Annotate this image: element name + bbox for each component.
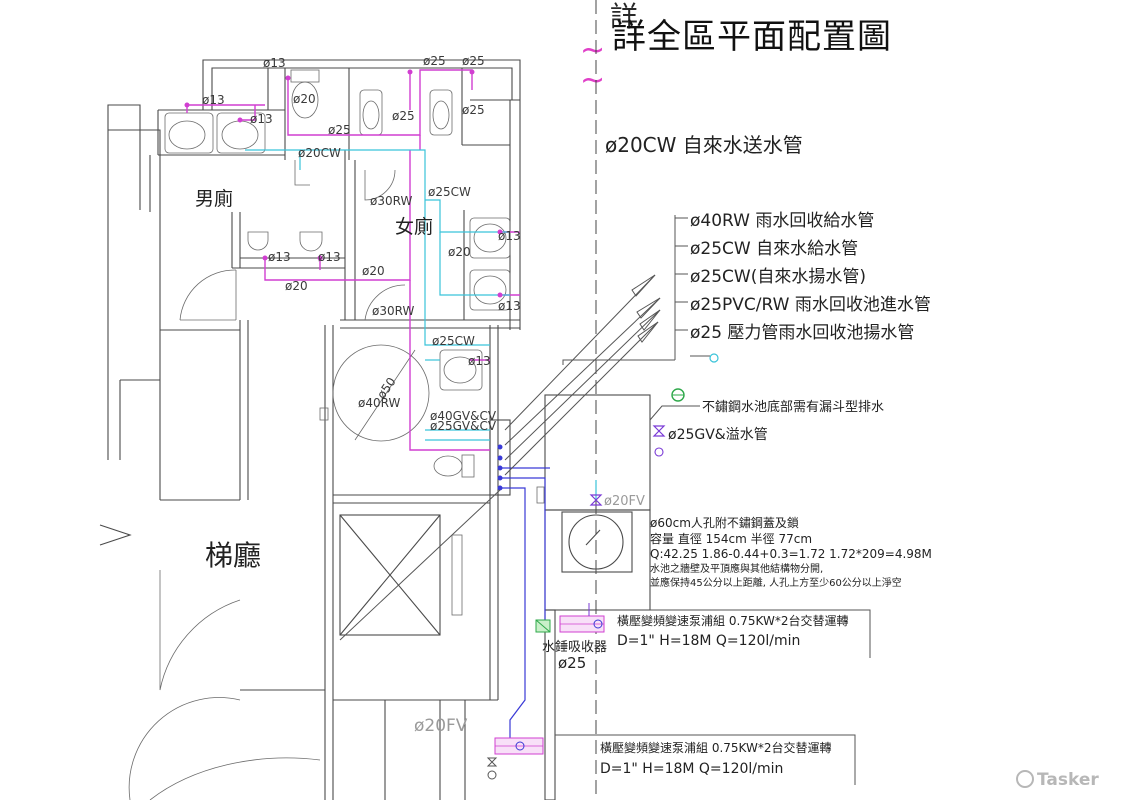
pipe-label: ø13 [202,93,225,107]
riser-dot [497,475,503,481]
absorber-label: 水錘吸收器 [542,639,607,655]
tank-notes: 不鏽鋼水池底部需有漏斗型排水 ø25GV&溢水管 ø20FV ø60cm人孔附不… [604,399,932,589]
bottom-valve-label: ø20FV [414,716,468,736]
pipe-label: ø25 [392,109,415,123]
room-labels: 男廁 女廁 梯廳 [195,187,433,572]
room-label-mens: 男廁 [195,187,233,210]
fixtures [164,69,511,478]
pump1-line1: 橫壓變頻變速泵浦組 0.75KW*2台交替運轉 [617,613,848,628]
pipe-label: ø13 [318,250,341,264]
riser-dot [497,444,503,450]
pipe-label: ø13 [468,354,491,368]
riser-dot [497,485,503,491]
tank-drain-note: 不鏽鋼水池底部需有漏斗型排水 [702,399,884,415]
pipe-label: ø20 [362,264,385,278]
pipe-label: ø30RW [370,194,412,208]
pipe-label: ø40GV&CV [430,409,497,423]
pipe-label: ø20 [448,245,471,259]
pipe-label: ø25 [462,54,485,68]
legend-item: ø25CW 自來水給水管 [690,239,858,259]
watermark-text: Tasker [1037,770,1099,790]
pipe-label: ø40RW [358,396,400,410]
riser-dot [497,455,503,461]
legend-item: ø25PVC/RW 雨水回收池進水管 [690,295,931,315]
pipe-label: ø20 [293,92,316,106]
tank-note-line: 水池之牆壁及平頂應與其他結構物分開, [650,562,823,575]
pipe-label: ø20 [285,279,308,293]
page-title: 詳全區平面配置圖 [612,17,892,57]
tank-note-line: 並應保持45公分以上距離, 人孔上方至少60公分以上淨空 [650,576,902,589]
legend-main-pipe: ø20CW 自來水送水管 [605,133,803,157]
room-label-lobby: 梯廳 [205,539,261,572]
pipe-size-labels: ø13 ø25 ø25 ø13 ø20 ø25 ø25 ø13 ø25 ø20C… [202,54,521,433]
pipe-label: ø25 [462,103,485,117]
legend-item: ø40RW 雨水回收給水管 [690,211,874,231]
overflow-valve-symbol [652,425,666,437]
pump2-line1: 橫壓變頻變速泵浦組 0.75KW*2台交替運轉 [600,740,831,755]
pipe-label: ø13 [498,229,521,243]
title-overstrike: 詳 [610,0,638,33]
watermark-logo-icon [1016,770,1034,788]
walls [99,59,651,800]
tank-overflow-label: ø25GV&溢水管 [668,427,768,443]
pump1-line2: D=1" H=18M Q=120l/min [617,633,800,649]
legend-item: ø25CW(自來水揚水管) [690,267,866,287]
tank-note-line: Q:42.25 1.86-0.44+0.3=1.72 1.72*209=4.98… [650,547,932,561]
pipe-label: ø13 [498,299,521,313]
pipe-network [184,69,597,745]
pump-unit-1 [559,603,605,633]
pump-unit-2 [486,737,544,780]
pipe-label: ø25CW [432,334,475,348]
pipe-label: ø13 [263,56,286,70]
title-mark-top: ~ [580,33,605,68]
pipe-legend: ø20CW 自來水送水管 ø40RW 雨水回收給水管 ø25CW 自來水給水管 … [605,133,931,343]
watermark: Tasker [1016,770,1099,790]
pipe-label: ø25CW [428,185,471,199]
legend-item: ø25 壓力管雨水回收池揚水管 [690,323,914,343]
fv-valve-symbol [589,494,603,506]
pipe-label: ø25 [328,123,351,137]
pipe-label: ø25 [423,54,446,68]
riser-dot [497,465,503,471]
absorber-size: ø25 [558,654,586,672]
tank-valve-label: ø20FV [604,494,645,509]
room-label-womens: 女廁 [395,215,433,238]
water-hammer-absorber [535,619,551,633]
pipe-label: ø20CW [298,146,341,160]
tank-note-line: ø60cm人孔附不鏽鋼蓋及鎖 [650,515,799,530]
title-block: 詳 詳全區平面配置圖 ~ ~ [580,0,892,98]
leader-lines [339,215,871,785]
pipe-label: ø30RW [372,304,414,318]
pipe-label: ø25GV&CV [430,419,497,433]
title-mark-bottom: ~ [580,63,605,98]
pipe-label: ø13 [268,250,291,264]
pump2-line2: D=1" H=18M Q=120l/min [600,761,783,777]
tank-note-line: 容量 直徑 154cm 半徑 77cm [650,531,812,546]
pump-specs: 橫壓變頻變速泵浦組 0.75KW*2台交替運轉 D=1" H=18M Q=120… [414,613,848,777]
pipe-label: ø13 [250,112,273,126]
